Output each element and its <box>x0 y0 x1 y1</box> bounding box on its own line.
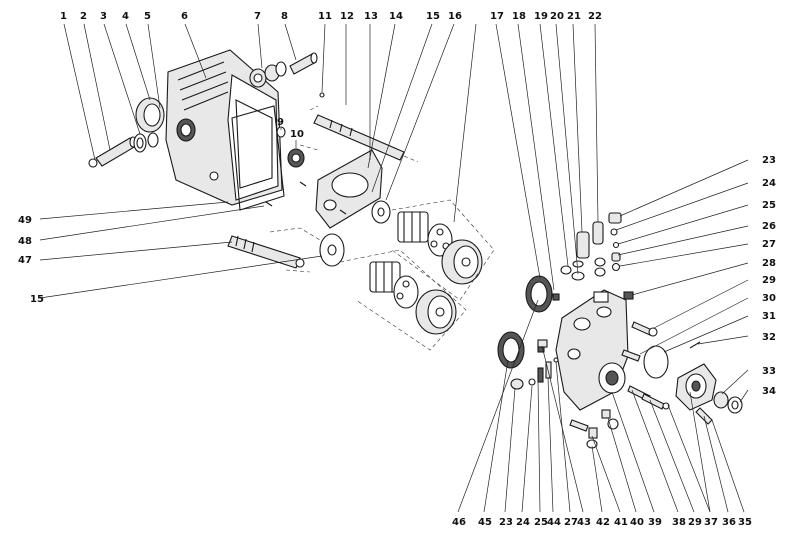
callout-label: 7 <box>254 11 261 22</box>
part-small-fittings <box>510 339 559 390</box>
part-end-cap-33 <box>675 363 717 411</box>
callout-label: 32 <box>762 332 776 343</box>
callout-label: 41 <box>614 517 628 528</box>
part-valve-plate-45 <box>497 331 525 369</box>
callout-label: 31 <box>762 311 776 322</box>
callout-label: 11 <box>318 11 332 22</box>
callout-label: 14 <box>389 11 403 22</box>
part-oring-31 <box>643 345 669 379</box>
part-center-section <box>555 289 629 411</box>
callout-label: 47 <box>18 255 32 266</box>
part-shaft-47 <box>227 235 305 269</box>
part-housing-6 <box>165 49 283 206</box>
callout-label: 13 <box>364 11 378 22</box>
callout-label: 10 <box>290 129 304 140</box>
callout-label: 17 <box>490 11 504 22</box>
callout-label: 12 <box>340 11 354 22</box>
callout-label: 25 <box>762 200 776 211</box>
callout-label: 35 <box>738 517 752 528</box>
part-illustrations <box>88 49 743 449</box>
callout-label: 22 <box>588 11 602 22</box>
part-plug-28 <box>623 291 634 300</box>
part-bearing-10 <box>287 148 305 168</box>
part-seal-33 <box>713 391 729 409</box>
callout-label: 38 <box>672 517 686 528</box>
callout-label: 44 <box>547 517 561 528</box>
part-swashplate-13 <box>315 149 383 229</box>
callout-label: 43 <box>577 517 591 528</box>
callout-label: 27 <box>762 239 776 250</box>
callout-label: 49 <box>18 215 32 226</box>
part-shaft-12 <box>313 92 405 161</box>
callout-label: 46 <box>452 517 466 528</box>
callout-label: 20 <box>550 11 564 22</box>
callout-label: 28 <box>762 258 776 269</box>
callout-label: 29 <box>762 275 776 286</box>
callout-label: 37 <box>704 517 718 528</box>
callout-label: 40 <box>630 517 644 528</box>
callout-label: 24 <box>762 178 776 189</box>
callout-label: 33 <box>762 366 776 377</box>
part-piston-assembly-lower <box>369 261 457 335</box>
callout-label: 29 <box>688 517 702 528</box>
part-gasket-48 <box>231 105 285 211</box>
callout-label: 15 <box>30 294 44 305</box>
callout-label: 19 <box>534 11 548 22</box>
callout-label: 30 <box>762 293 776 304</box>
callout-label: 27 <box>564 517 578 528</box>
callout-label: 1 <box>60 11 67 22</box>
callout-label: 25 <box>534 517 548 528</box>
callout-label: 9 <box>277 117 284 128</box>
callout-labels: 1 2 3 4 5 6 7 8 9 10 11 12 13 14 15 15 1… <box>18 11 776 528</box>
part-piston-assembly-16-upper <box>397 211 483 285</box>
part-pin-8 <box>289 52 318 75</box>
callout-label: 42 <box>596 517 610 528</box>
part-shaft-2 <box>88 136 137 168</box>
callout-label: 5 <box>144 11 151 22</box>
callout-label: 39 <box>648 517 662 528</box>
part-bolt-29-upper <box>631 321 658 337</box>
callout-label: 23 <box>762 155 776 166</box>
callout-label: 4 <box>122 11 129 22</box>
callout-label: 3 <box>100 11 107 22</box>
part-washer-4 <box>147 132 159 148</box>
part-valve-stack <box>560 221 606 281</box>
callout-label: 45 <box>478 517 492 528</box>
callout-label: 18 <box>512 11 526 22</box>
callout-label: 36 <box>722 517 736 528</box>
part-valve-plate-17 <box>525 275 553 313</box>
callout-label: 21 <box>567 11 581 22</box>
part-bolts-lower <box>627 385 670 410</box>
part-plug-23 <box>608 212 622 224</box>
callout-label: 34 <box>762 386 776 397</box>
leader-lines <box>39 23 749 513</box>
callout-label: 6 <box>181 11 188 22</box>
part-ring-9 <box>276 126 286 138</box>
callout-label: 2 <box>80 11 87 22</box>
callout-label: 16 <box>448 11 462 22</box>
callout-label: 24 <box>516 517 530 528</box>
part-bearing-5 <box>135 97 165 133</box>
callout-label: 48 <box>18 236 32 247</box>
callout-label: 26 <box>762 221 776 232</box>
callout-label: 23 <box>499 517 513 528</box>
callout-label: 15 <box>426 11 440 22</box>
callout-label: 8 <box>281 11 288 22</box>
